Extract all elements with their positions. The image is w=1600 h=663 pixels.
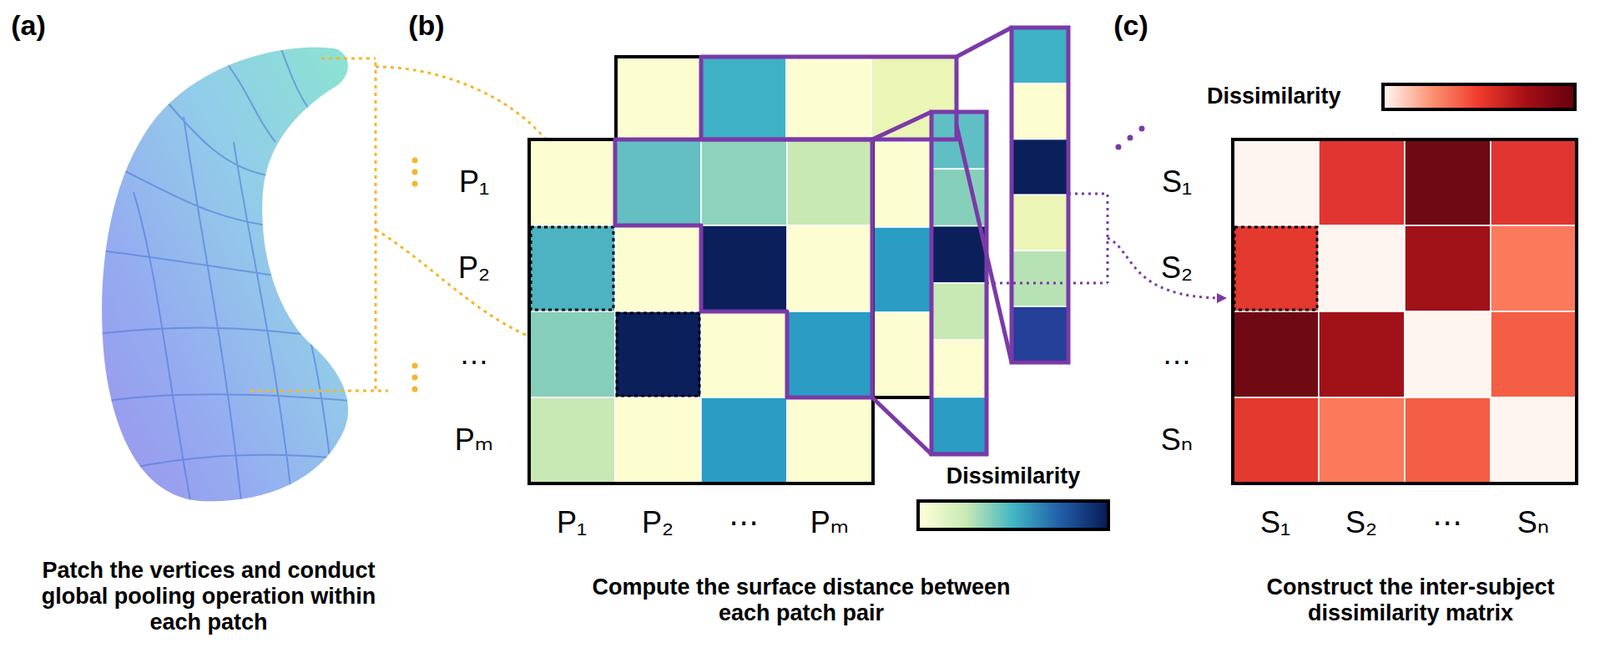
flattened-vector-border: [1011, 27, 1069, 363]
upper-triangle-outline: [615, 27, 1012, 455]
patch-grid: [95, 33, 351, 510]
flatten-leader: [986, 193, 1226, 298]
legend-title: Dissimilarity: [946, 463, 1081, 490]
patch-distance-matrix: [615, 225, 702, 312]
axis-label: ⋯: [1432, 504, 1463, 540]
flattened-vector: [931, 226, 987, 283]
patch-distance-matrix: [701, 139, 788, 226]
axis-label: S₂: [1345, 504, 1378, 540]
axis-label: P₂: [458, 250, 490, 285]
ellipsis-dots: [412, 157, 419, 393]
vector-outline: [931, 111, 987, 455]
highlight-cell: [530, 227, 614, 310]
back-distance-matrix: [701, 312, 787, 398]
axis-label: Pₘ: [454, 422, 494, 457]
hippocampus-surface: [101, 47, 349, 502]
dissimilarity-matrix: [1490, 225, 1577, 312]
flattened-vector-border: [931, 111, 987, 455]
dissimilarity-matrix: [1318, 139, 1405, 226]
matrices: [529, 27, 1577, 484]
patch-distance-matrix: [529, 139, 616, 226]
patch-distance-matrix: [701, 397, 788, 484]
patch-distance-matrix: [787, 311, 874, 398]
patch-distance-matrix: [529, 225, 616, 312]
dissimilarity-matrix-border: [1232, 139, 1577, 484]
flattened-vector: [931, 397, 987, 455]
dissimilarity-matrix: [1404, 397, 1491, 484]
panel-caption: Compute the surface distance between eac…: [575, 574, 1027, 626]
panel-letter: (a): [10, 9, 46, 42]
back-distance-matrix: [615, 56, 702, 142]
dissimilarity-matrix: [1318, 225, 1405, 312]
flattened-vector: [1011, 27, 1069, 84]
dissimilarity-matrix: [1232, 311, 1319, 398]
axis-label: ⋯: [728, 504, 759, 540]
highlight-cell: [616, 312, 700, 396]
axis-label: Sₙ: [1517, 504, 1550, 540]
patch-distance-matrix: [787, 139, 874, 226]
highlight-cell: [1234, 227, 1318, 310]
axis-label: P₁: [556, 504, 587, 540]
patch-distance-matrix: [615, 311, 702, 398]
axis-label: Sₙ: [1160, 422, 1193, 457]
colorbar: [1381, 82, 1577, 112]
patch-distance-matrix-border: [529, 139, 874, 484]
patch-distance-matrix: [615, 397, 702, 484]
flattened-vector: [1011, 250, 1069, 307]
panel-caption: Construct the inter-subject dissimilarit…: [1226, 574, 1595, 626]
back-distance-matrix: [615, 312, 702, 398]
axis-label: S₁: [1161, 164, 1192, 199]
dissimilarity-matrix: [1404, 139, 1491, 226]
axis-label: P₂: [641, 504, 674, 540]
colorbar: [916, 499, 1111, 531]
flattened-vector: [1011, 306, 1069, 363]
flattened-vector: [1011, 139, 1069, 196]
flattened-vector: [931, 282, 987, 340]
patch-distance-matrix: [787, 225, 874, 312]
dissimilarity-matrix: [1232, 225, 1319, 312]
panel-caption: Patch the vertices and conduct global po…: [33, 557, 384, 636]
back-distance-matrix: [701, 56, 787, 142]
vector-outline: [1011, 27, 1069, 363]
dissimilarity-matrix: [1490, 139, 1577, 226]
axis-label: P₁: [459, 164, 490, 199]
axis-label: S₂: [1160, 250, 1193, 285]
dissimilarity-matrix: [1490, 311, 1577, 398]
flattened-vector: [1011, 194, 1069, 251]
back-distance-matrix: [786, 56, 872, 142]
dissimilarity-matrix: [1404, 311, 1491, 398]
patch-distance-matrix: [787, 397, 874, 484]
flattened-vector: [1011, 83, 1069, 140]
patch-distance-matrix: [701, 225, 788, 312]
axis-label: Pₘ: [810, 504, 849, 540]
axis-label: S₁: [1260, 504, 1291, 540]
dissimilarity-matrix: [1232, 139, 1319, 226]
dissimilarity-matrix: [1490, 397, 1577, 484]
patch-distance-matrix: [529, 311, 616, 398]
patch-distance-matrix: [701, 311, 788, 398]
legend-title: Dissimilarity: [1206, 83, 1342, 110]
dissimilarity-matrix: [1232, 397, 1319, 484]
axis-label: …: [459, 336, 490, 371]
flattened-vector: [931, 339, 987, 397]
dissimilarity-matrix: [1404, 225, 1491, 312]
patch-distance-matrix: [615, 139, 702, 226]
dissimilarity-matrix: [1318, 311, 1405, 398]
axis-label: …: [1161, 336, 1192, 371]
panel-letter: (c): [1113, 9, 1149, 42]
patch-distance-matrix: [529, 397, 616, 484]
more-dots: [1115, 126, 1146, 151]
panel-letter: (b): [408, 9, 445, 42]
back-distance-matrix-border: [615, 56, 957, 398]
dissimilarity-matrix: [1318, 397, 1405, 484]
